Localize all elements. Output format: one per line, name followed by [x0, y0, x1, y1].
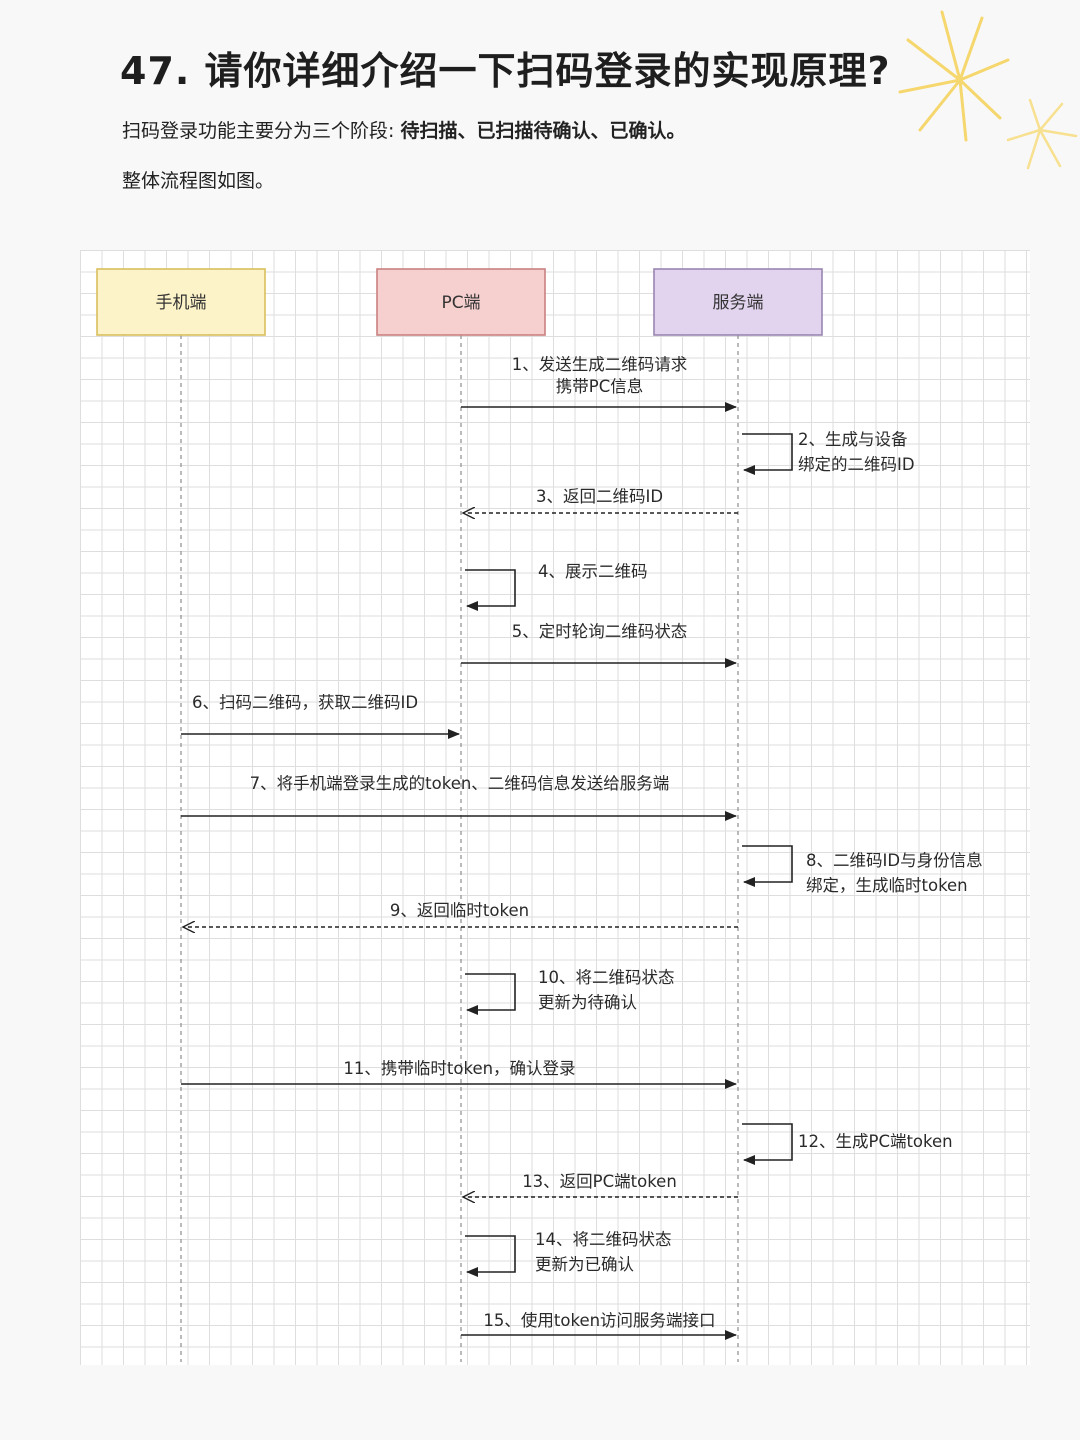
self-message-arrow-14: [465, 1235, 516, 1277]
message-label-6: 6、扫码二维码，获取二维码ID: [192, 693, 418, 712]
message-label-12: 12、生成PC端token: [798, 1132, 953, 1151]
message-label-1: 携带PC信息: [556, 377, 643, 396]
message-label-13: 13、返回PC端token: [522, 1172, 677, 1191]
actor-label-pc: PC端: [441, 293, 480, 313]
self-message-arrow-8: [742, 845, 793, 887]
self-message-arrow-12: [742, 1123, 793, 1165]
message-label-11: 11、携带临时token，确认登录: [343, 1059, 575, 1078]
actor-label-server: 服务端: [713, 293, 764, 313]
message-label-5: 5、定时轮询二维码状态: [512, 622, 688, 641]
intro-prefix: 扫码登录功能主要分为三个阶段:: [122, 120, 395, 142]
message-label-2: 2、生成与设备: [798, 430, 908, 449]
actor-box-phone: [96, 268, 266, 336]
message-label-8: 绑定，生成临时token: [806, 876, 968, 895]
message-label-4: 4、展示二维码: [538, 562, 648, 581]
self-message-arrow-4: [465, 569, 516, 611]
firework-decoration-icon: [898, 10, 1078, 170]
self-message-arrow-2: [742, 433, 793, 475]
message-label-1: 1、发送生成二维码请求: [512, 355, 688, 374]
message-label-2: 绑定的二维码ID: [798, 455, 915, 474]
intro-stages: 待扫描、已扫描待确认、已确认。: [400, 120, 686, 142]
intro-text: 扫码登录功能主要分为三个阶段: 待扫描、已扫描待确认、已确认。: [122, 116, 685, 143]
intro-flow-note: 整体流程图如图。: [122, 170, 275, 192]
message-label-14: 14、将二维码状态: [535, 1230, 672, 1249]
message-label-10: 10、将二维码状态: [538, 968, 675, 987]
actor-box-server: [653, 268, 823, 336]
message-label-15: 15、使用token访问服务端接口: [483, 1311, 715, 1330]
message-label-7: 7、将手机端登录生成的token、二维码信息发送给服务端: [250, 774, 670, 793]
page-title: 47. 请你详细介绍一下扫码登录的实现原理?: [120, 49, 891, 93]
self-message-arrow-10: [465, 973, 516, 1015]
message-label-9: 9、返回临时token: [390, 901, 529, 920]
message-label-10: 更新为待确认: [538, 993, 637, 1012]
sequence-diagram-canvas: 手机端 PC端 服务端 1、发送生成二维码请求携带PC信息 2、生成与设备绑定的二维码I…: [80, 250, 1030, 1365]
message-label-3: 3、返回二维码ID: [536, 487, 663, 506]
message-label-14: 更新为已确认: [535, 1255, 634, 1274]
actor-box-pc: [376, 268, 546, 336]
message-label-8: 8、二维码ID与身份信息: [806, 851, 983, 870]
actor-label-phone: 手机端: [156, 293, 207, 313]
